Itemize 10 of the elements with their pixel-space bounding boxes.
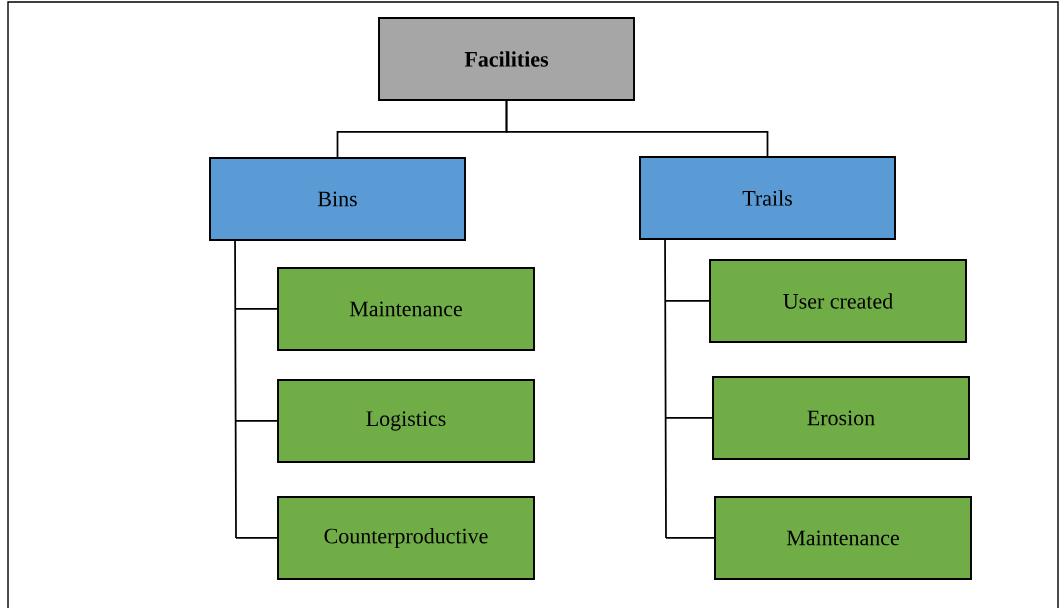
- item-box: User created: [709, 259, 967, 343]
- root-box: Facilities: [378, 17, 635, 101]
- item-box: Erosion: [712, 376, 970, 460]
- item-box: Counterproductive: [277, 496, 535, 580]
- connector-line: [505, 100, 769, 157]
- item-box: Logistics: [277, 379, 535, 463]
- item-box: Maintenance: [277, 267, 535, 351]
- category-box: Bins: [209, 157, 466, 241]
- item-box: Maintenance: [714, 496, 972, 580]
- category-box: Trails: [639, 156, 896, 240]
